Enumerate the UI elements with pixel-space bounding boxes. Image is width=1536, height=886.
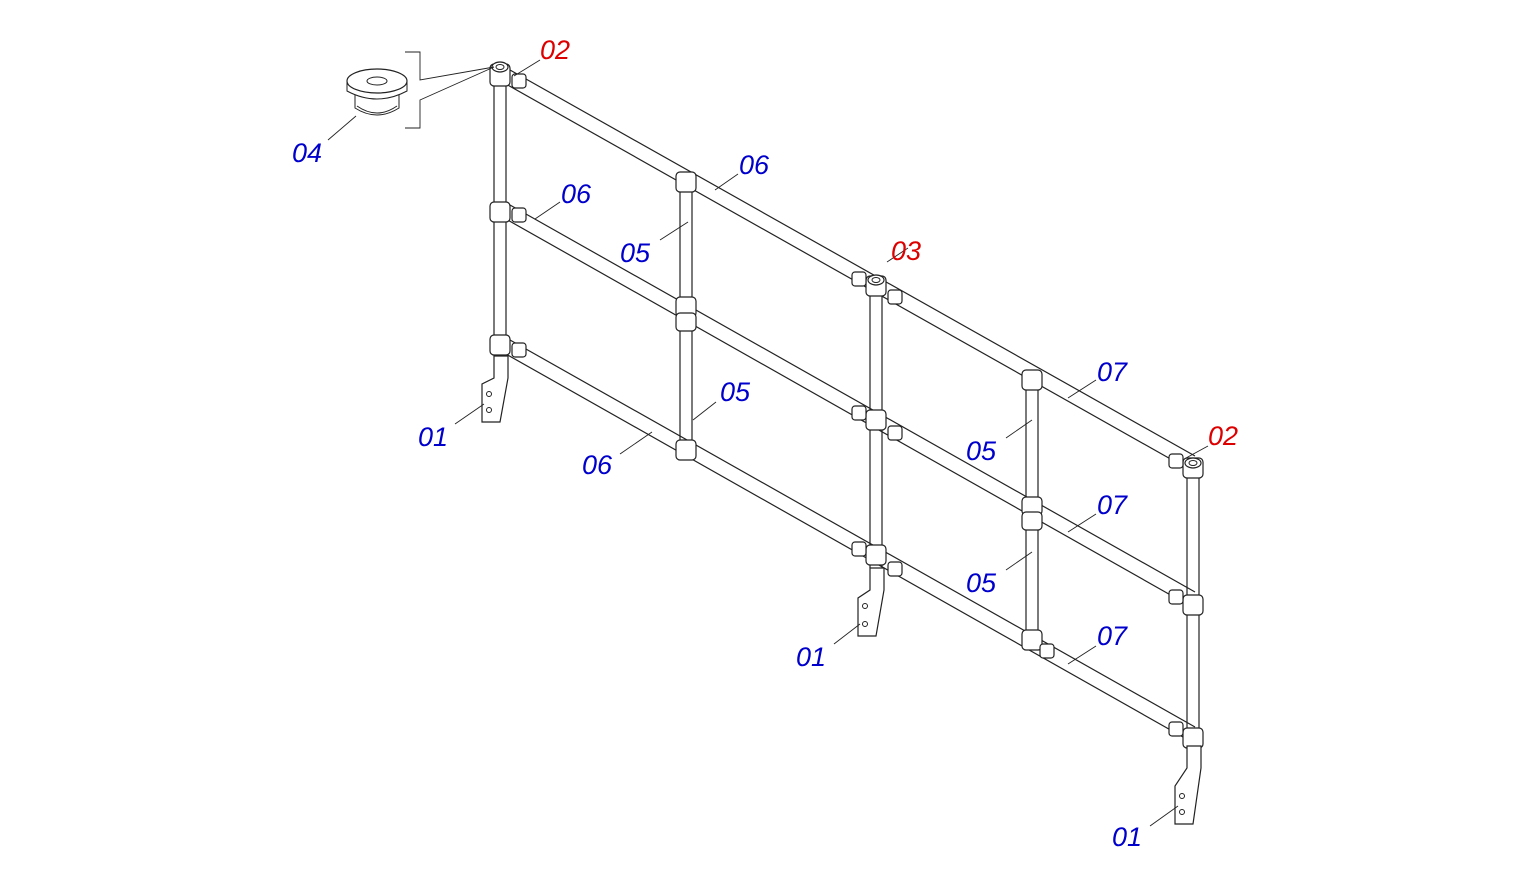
base-plate-left (481, 355, 509, 423)
clamp-fittings (489, 61, 1204, 749)
base-plate-center (857, 567, 885, 637)
label-07-mid-rail: 07 (1097, 490, 1128, 520)
base-plate-right (1174, 745, 1202, 825)
label-02-right: 02 (1208, 421, 1238, 451)
label-02-top-left: 02 (540, 35, 570, 65)
label-06-top-rail: 06 (739, 150, 770, 180)
label-05-right-post-upper: 05 (966, 436, 997, 466)
callout-labels: 04 02 06 06 05 03 05 01 06 07 02 05 07 0… (292, 35, 1238, 852)
rail-bottom (505, 339, 1196, 742)
label-05-right-post-lower: 05 (966, 568, 997, 598)
label-05-post-lower: 05 (720, 377, 751, 407)
label-06-bottom-rail: 06 (582, 450, 613, 480)
label-03-center: 03 (891, 236, 921, 266)
label-06-mid-rail: 06 (561, 179, 592, 209)
leader-lines (327, 59, 1209, 827)
label-01-right-base: 01 (1112, 822, 1142, 852)
label-01-center-base: 01 (796, 642, 826, 672)
label-01-left-base: 01 (418, 422, 448, 452)
end-cap-detail (346, 51, 495, 129)
label-07-top-rail: 07 (1097, 357, 1128, 387)
label-07-bottom-rail: 07 (1097, 621, 1128, 651)
rail-middle (505, 204, 1196, 607)
label-04-endcap: 04 (292, 138, 322, 168)
rail-top (505, 69, 1196, 471)
label-05-post-upper: 05 (620, 238, 651, 268)
